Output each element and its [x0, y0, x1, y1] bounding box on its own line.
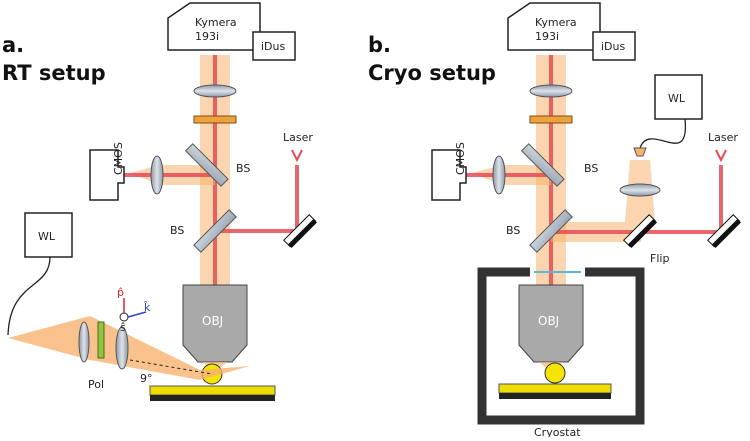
panel-a-title: RT setup — [2, 61, 106, 85]
beamsplitter-bottom-label: BS — [170, 224, 184, 237]
objective-label: OBJ — [202, 314, 223, 328]
laser-beam-source-b — [719, 165, 723, 234]
beamsplitter-bottom-icon-b — [529, 209, 573, 253]
angle-dashed-line — [129, 359, 213, 375]
detector-label-b: iDus — [601, 40, 625, 53]
spectrometer-label-line: 193i — [195, 30, 219, 43]
beamsplitter-top-icon — [184, 143, 229, 187]
camera-label: CMOS — [112, 142, 125, 175]
tube-lens-icon — [193, 84, 237, 98]
mirror-backing — [287, 218, 317, 248]
camera-box-b — [431, 149, 467, 201]
white-light-label: WL — [38, 230, 56, 243]
filter-icon-b — [529, 115, 573, 124]
beamsplitter-top-icon-b — [520, 143, 565, 187]
flip-mirror-backing — [627, 218, 657, 248]
laser-beam-to-camera — [122, 173, 217, 177]
objective-label-b: OBJ — [538, 314, 559, 328]
beamsplitter-bottom-label-b: BS — [506, 224, 520, 237]
white-light-box — [24, 212, 73, 258]
cryostat-label: Cryostat — [534, 426, 581, 437]
panel-b-title: Cryo setup — [368, 61, 496, 85]
spectrometer-label-line: 193i — [535, 30, 559, 43]
cryostat-chamber — [477, 267, 645, 425]
detector-box — [252, 31, 296, 61]
sample-holder-b — [499, 393, 611, 399]
tube-lens-icon-b — [529, 84, 573, 98]
beamsplitter-top-label-b: BS — [584, 162, 598, 175]
collimator-lens-icon — [619, 183, 661, 197]
laser-beam-source — [295, 165, 299, 233]
sample-substrate — [149, 385, 276, 396]
laser-beam-vertical — [213, 55, 217, 355]
axis-k-arrow — [127, 311, 147, 318]
angle-label: 9° — [140, 372, 153, 385]
fiber-tip-icon — [633, 147, 647, 157]
nanoparticle-icon-b — [544, 362, 566, 384]
camera-lens-icon-b — [492, 155, 506, 195]
oblique-white-light-beam — [8, 316, 250, 380]
flip-label: Flip — [650, 252, 669, 265]
sample-holder — [150, 395, 275, 401]
axis-p-label: p̂ — [117, 286, 124, 299]
objective-body-b — [518, 284, 584, 363]
laser-label-b: Laser — [708, 131, 738, 144]
panel-a-letter: a. — [2, 33, 24, 57]
white-light-label-b: WL — [668, 92, 686, 105]
detector-box-b — [592, 31, 636, 61]
laser-source-icon — [291, 149, 303, 163]
laser-beam-to-camera-b — [464, 173, 553, 177]
beamsplitter-top-label: BS — [236, 162, 250, 175]
polarizer-lens-right — [115, 326, 129, 370]
sample-substrate-b — [498, 383, 612, 394]
beamsplitter-bottom-icon — [193, 209, 237, 253]
fiber-cable-b — [639, 118, 687, 149]
polarizer-label: Pol — [88, 378, 104, 391]
panel-b-letter: b. — [368, 33, 391, 57]
white-light-box-b — [654, 74, 703, 120]
laser-beam-vertical-b — [549, 55, 553, 355]
objective-body — [182, 284, 248, 363]
polarizer-lens-left — [78, 321, 90, 363]
axis-k-label: k̂ — [143, 301, 151, 314]
laser-beam-horizontal — [215, 229, 295, 233]
polarizer-icon — [97, 321, 105, 359]
spectrometer-box-b — [507, 2, 601, 51]
camera-label-b: CMOS — [454, 142, 467, 175]
fiber-cable — [7, 256, 51, 336]
camera-box — [89, 149, 125, 201]
detector-label: iDus — [261, 40, 285, 53]
axis-s-label: ŝ — [120, 321, 126, 334]
spectrometer-box — [167, 2, 261, 51]
axis-origin-icon — [119, 312, 129, 322]
filter-icon — [193, 115, 237, 124]
laser-source-icon-b — [715, 149, 727, 163]
camera-lens-icon — [150, 155, 164, 195]
mirror-backing-b — [711, 218, 741, 248]
laser-label: Laser — [283, 131, 313, 144]
